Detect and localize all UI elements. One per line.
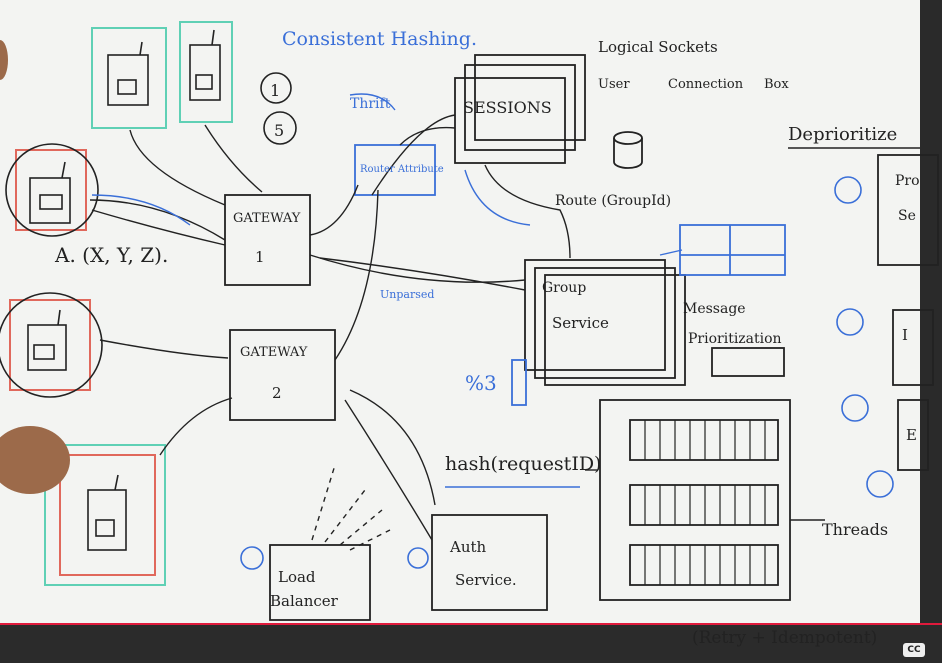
connection-arrows (89, 114, 825, 541)
balancer-subtitle: Balancer (270, 592, 339, 610)
hash-label: hash(requestID) (445, 453, 601, 475)
phone-icon (107, 29, 221, 106)
prioritization-label: Prioritization (688, 331, 782, 347)
check-icons (240, 176, 894, 570)
router-label: Router Attribute (360, 164, 444, 175)
auth-subtitle: Service. (455, 571, 517, 589)
phone-device-1 (91, 21, 233, 129)
threads-label: Threads (822, 520, 888, 539)
load-balancer-box (269, 544, 371, 621)
auth-title: Auth (449, 538, 487, 556)
coordinates-label: A. (X, Y, Z). (54, 243, 168, 267)
group-service-subtitle: Service (552, 314, 609, 332)
deprioritize-label: Deprioritize (788, 124, 897, 145)
mark-1: 1 (270, 81, 280, 100)
socket-connection: Connection (668, 77, 744, 92)
sessions-label: SESSIONS (463, 98, 552, 117)
gateway-1-number: 1 (255, 248, 265, 266)
group-service-title: Group (542, 280, 586, 296)
queue-table (679, 224, 786, 276)
thread-slots (644, 420, 766, 585)
retry-label: (Retry + Idempotent) (692, 628, 877, 648)
phone-icon-2 (0, 143, 127, 551)
presenter-hand (0, 40, 70, 494)
gateway-1-title: GATEWAY (233, 211, 301, 226)
message-label: Message (683, 301, 746, 317)
closed-captions-button[interactable]: CC (903, 643, 925, 657)
right-pro: Pro (895, 173, 920, 189)
group-service-box (524, 259, 666, 371)
gateway-2-number: 2 (272, 384, 282, 402)
load-title: Load (278, 568, 316, 586)
phone-device-2 (9, 149, 156, 576)
unparsed-label: Unparsed (380, 288, 434, 301)
router-attribute-box (354, 144, 436, 196)
gateway-1-box (224, 194, 311, 286)
thrift-label: Thrift (350, 96, 391, 112)
right-e: E (906, 426, 917, 444)
frame-edge (920, 0, 942, 630)
right-i: I (902, 326, 908, 344)
socket-user: User (598, 77, 630, 92)
title-consistent-hashing: Consistent Hashing. (282, 28, 477, 50)
socket-box: Box (764, 77, 789, 92)
gateway-2-title: GATEWAY (240, 345, 308, 360)
mark-5: 5 (274, 121, 284, 140)
gateway-2-box (229, 329, 336, 421)
route-label: Route (GroupId) (555, 193, 671, 209)
thread-pool-box (599, 399, 791, 601)
auth-service-box (431, 514, 548, 611)
sessions-box (454, 77, 566, 164)
right-se: Se (898, 208, 916, 224)
modulo-label: %3 (465, 371, 497, 395)
player-control-bar (0, 625, 942, 663)
logical-sockets-label: Logical Sockets (598, 38, 718, 56)
retry-annotation: (Retry + Idempotent) (692, 628, 877, 648)
